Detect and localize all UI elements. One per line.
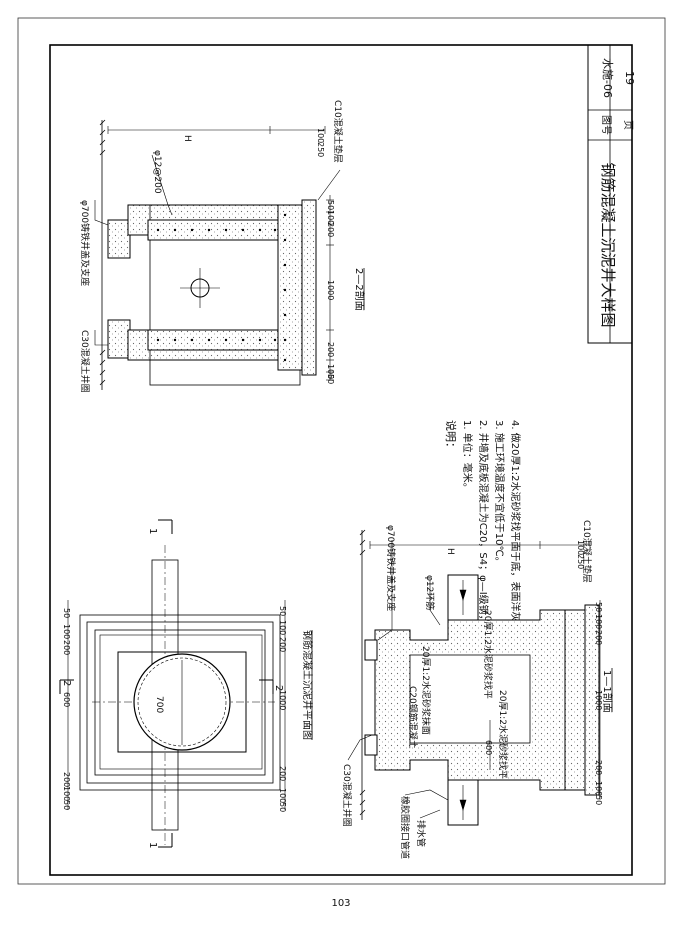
- plan-view: 700 1 1 2 2 50 100 200 1000 200 100 50 5…: [59, 519, 314, 848]
- s22-height-dim: H: [182, 135, 192, 142]
- drawing-border: [49, 44, 633, 876]
- s11-pipe-dim: 600: [484, 740, 493, 755]
- plan-dim-b6: 50: [278, 606, 287, 616]
- outer-frame: [17, 17, 666, 885]
- s11-drain-label: 排水管: [415, 820, 427, 847]
- s11-cover-label: φ700铸铁井盖及支座: [385, 525, 397, 611]
- plan-section-1-top: 1: [147, 528, 158, 534]
- s22-dim-1: 100: [326, 364, 335, 379]
- note-1: 1. 单位：毫米。: [461, 420, 474, 493]
- s11-height-dim: H: [445, 548, 455, 555]
- drawing-number-label: 图号: [600, 115, 612, 135]
- plan-caption: 钢筋混凝土沉泥井平面图: [301, 630, 314, 740]
- s11-top-dim: 100: [576, 540, 585, 555]
- s22-top-dim: 100: [316, 128, 325, 143]
- s22-dim-4: 200: [326, 222, 335, 237]
- plan-section-1-bottom: 1: [147, 842, 158, 848]
- plan-dim-s3: 600: [62, 692, 71, 707]
- plan-dim-s6: 50: [62, 608, 71, 618]
- s11-dim-2: 200: [594, 760, 603, 775]
- plan-dim-s4: 200: [62, 640, 71, 655]
- s22-top-dim2: 250: [316, 142, 325, 157]
- s11-base-label: C10混凝土垫层: [581, 520, 593, 583]
- s22-caption: 2—2剖面: [353, 268, 366, 311]
- s22-bar-label: φ12@200: [152, 150, 162, 194]
- s22-dim-0: 50: [326, 374, 335, 384]
- drawing-number: 水施-06: [601, 58, 614, 98]
- s11-caption: 1—1剖面: [601, 670, 614, 713]
- s11-top-dim2: 250: [576, 554, 585, 569]
- s22-ring-label: C30混凝土井圈: [79, 330, 91, 393]
- drawing-title: 钢筋混凝土沉泥井大样图: [599, 162, 617, 327]
- plan-dim-s0: 50: [62, 800, 71, 810]
- title-block: 水施-06 19 图号 页 钢筋混凝土沉泥井大样图: [587, 44, 636, 344]
- s22-dim-5: 100: [326, 210, 335, 225]
- plan-inner-dim: 700: [154, 696, 164, 713]
- plan-dim-s5: 100: [62, 624, 71, 639]
- plan-dim-b4: 200: [278, 637, 287, 652]
- s11-dim-1: 100: [594, 781, 603, 796]
- s22-dim-6: 50: [326, 200, 335, 210]
- section-1-1: 600 H 100 250 50 100 200 1000 200 100 50…: [341, 520, 614, 859]
- section-2-2: H 100 250 50 100 200 1000 200 100 50 φ70…: [79, 100, 366, 393]
- s11-dim-4: 200: [594, 630, 603, 645]
- s11-dim-5: 100: [594, 614, 603, 629]
- s11-dim-0: 50: [594, 795, 603, 805]
- plan-section-2-left: 2: [61, 680, 72, 686]
- page-number: 103: [331, 898, 351, 909]
- plan-dim-b0: 50: [278, 802, 287, 812]
- plan-dim-b5: 100: [278, 620, 287, 635]
- s11-mortar-label: 20厚1:2水泥砂浆抹面: [420, 646, 432, 735]
- s22-base-label: C10混凝土垫层: [332, 100, 344, 163]
- plan-dim-b2: 200: [278, 766, 287, 781]
- s11-dim-6: 50: [594, 602, 603, 612]
- s11-wall-mortar2-label: 20厚1:2水泥砂浆找平: [497, 690, 509, 779]
- s11-rubber-label: 橡胶圈接口管道: [399, 796, 411, 859]
- s11-slab-label: C20钢筋混凝土: [407, 686, 419, 749]
- page-number-value: 19: [623, 71, 636, 85]
- plan-section-2-right: 2: [273, 685, 284, 691]
- s11-ring-label: C30混凝土井圈: [341, 764, 353, 827]
- plan-dim-b3: 1000: [278, 690, 287, 710]
- s22-dim-2: 200: [326, 342, 335, 357]
- s22-dim-3: 1000: [326, 280, 335, 300]
- page-label: 页: [622, 120, 634, 130]
- plan-dim-s1: 100: [62, 786, 71, 801]
- s11-wall-mortar-label: 20厚1:2水泥砂浆找平: [482, 610, 494, 699]
- plan-dim-b1: 100: [278, 788, 287, 803]
- plan-dim-s2: 200: [62, 772, 71, 787]
- notes-heading: 说明：: [444, 420, 458, 453]
- s11-dim-3: 1000: [594, 690, 603, 710]
- s22-cover-label: φ700铸铁井盖及支座: [79, 200, 91, 286]
- note-3: 3. 施工环境温度不宜低于10℃。: [493, 420, 506, 567]
